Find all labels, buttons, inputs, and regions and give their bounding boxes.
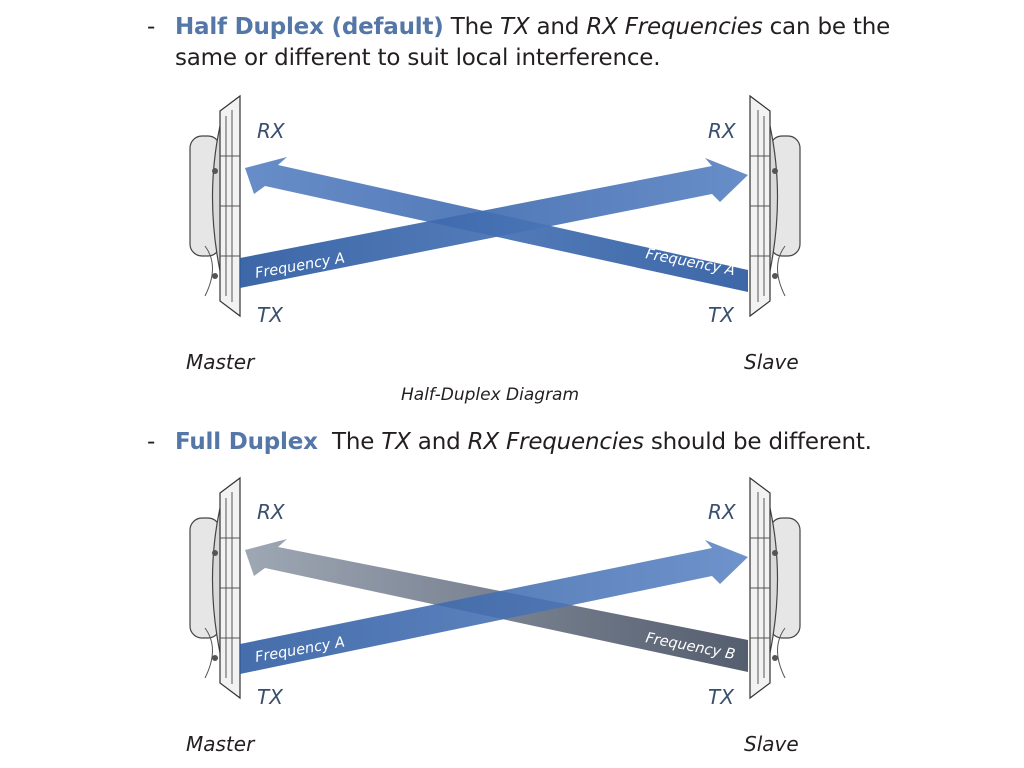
half-duplex-bullet: -: [147, 14, 156, 40]
full-duplex-text-3: should be different.: [643, 429, 872, 455]
slave-rx-label: RX: [708, 500, 737, 524]
master-rx-label: RX: [257, 119, 286, 143]
master-dish-icon: [189, 95, 241, 317]
master-tx-label: TX: [257, 685, 284, 709]
beam-rx-right: [240, 158, 748, 288]
half-duplex-title: Half Duplex (default): [175, 14, 444, 40]
full-duplex-tx: TX: [381, 429, 411, 455]
half-duplex-text-3: can be the same or different to suit loc…: [175, 14, 891, 71]
slave-tx-label: TX: [708, 303, 735, 327]
slave-rx-label: RX: [708, 119, 737, 143]
half-duplex-text-1: The: [450, 14, 501, 40]
diagram-caption: Half-Duplex Diagram: [401, 385, 579, 405]
master-dish-icon: [189, 477, 241, 699]
slave-dish-icon: [749, 95, 801, 317]
master-tx-label: TX: [257, 303, 284, 327]
half-duplex-text-2: and: [529, 14, 587, 40]
full-duplex-diagram: RX TX RX TX Frequency A Frequency B Mast…: [186, 477, 801, 756]
slave-dish-icon: [749, 477, 801, 699]
full-duplex-title: Full Duplex: [175, 429, 318, 455]
full-duplex-paragraph: Full Duplex The TX and RX Frequencies sh…: [175, 427, 975, 458]
half-duplex-rx-freq: RX Frequencies: [586, 14, 763, 40]
slave-label: Slave: [744, 350, 799, 374]
master-rx-label: RX: [257, 500, 286, 524]
master-label: Master: [186, 732, 256, 756]
full-duplex-bullet: -: [147, 429, 156, 455]
slave-label: Slave: [744, 732, 799, 756]
full-duplex-text-2: and: [410, 429, 468, 455]
half-duplex-diagram: RX TX RX TX Frequency A Frequency A Mast…: [186, 95, 801, 405]
full-duplex-text-1: The: [317, 429, 382, 455]
master-label: Master: [186, 350, 256, 374]
half-duplex-paragraph: Half Duplex (default) The TX and RX Freq…: [175, 12, 935, 74]
beam-frequency-a: [240, 540, 748, 674]
full-duplex-rx-freq: RX Frequencies: [467, 429, 644, 455]
slave-tx-label: TX: [708, 685, 735, 709]
half-duplex-tx: TX: [500, 14, 530, 40]
